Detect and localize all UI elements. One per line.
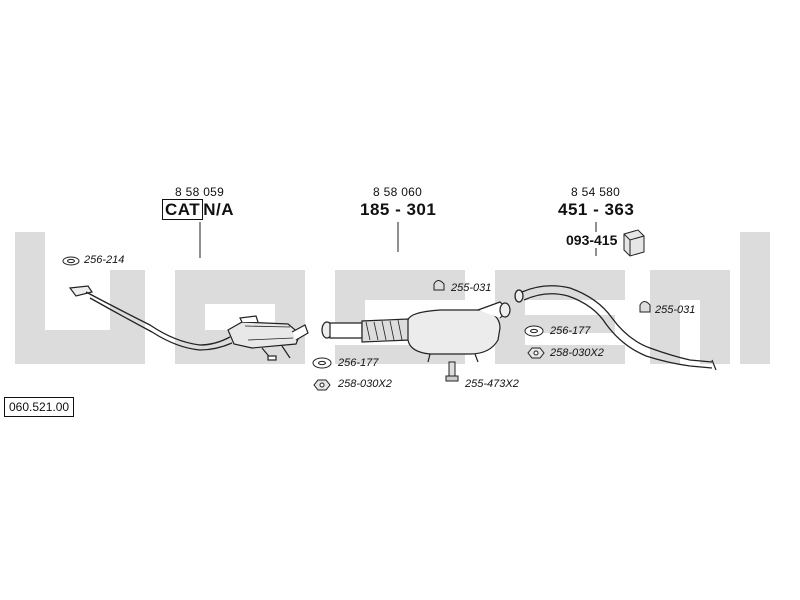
callout-gasket-rear: 256-177 <box>550 325 591 337</box>
hanger-icon-center <box>433 280 445 291</box>
mount-bolt-icon <box>445 361 459 382</box>
rear-pipe <box>514 285 717 371</box>
front-pipe-catalyst <box>68 285 309 361</box>
rear-muffler-icon <box>623 229 645 257</box>
callout-nut-mid: 258-030X2 <box>338 378 392 390</box>
callout-hanger-center: 255-031 <box>451 282 492 294</box>
part-number-rear: 451 - 363 <box>558 200 635 219</box>
watermark-logo <box>15 232 770 364</box>
center-muffler <box>321 301 511 363</box>
section-code-center: 8 58 060 <box>373 185 423 199</box>
part-number-front: N/A <box>203 200 234 219</box>
section-code-front: 8 58 059 <box>175 185 225 199</box>
callout-gasket-mid: 256-177 <box>338 357 379 369</box>
part-number-center: 185 - 301 <box>360 200 437 219</box>
cat-badge: CAT <box>162 199 204 220</box>
callout-hanger-rear: 255-031 <box>655 304 696 316</box>
sub-part-number-rear: 093-415 <box>566 232 618 248</box>
callout-nut-rear: 258-030X2 <box>550 347 604 359</box>
section-code-rear: 8 54 580 <box>571 185 621 199</box>
reference-number: 060.521.00 <box>4 397 75 417</box>
hanger-icon-rear <box>639 301 651 313</box>
callout-gasket-front: 256-214 <box>84 254 125 266</box>
callout-mount-bolts: 255-473X2 <box>465 378 519 390</box>
